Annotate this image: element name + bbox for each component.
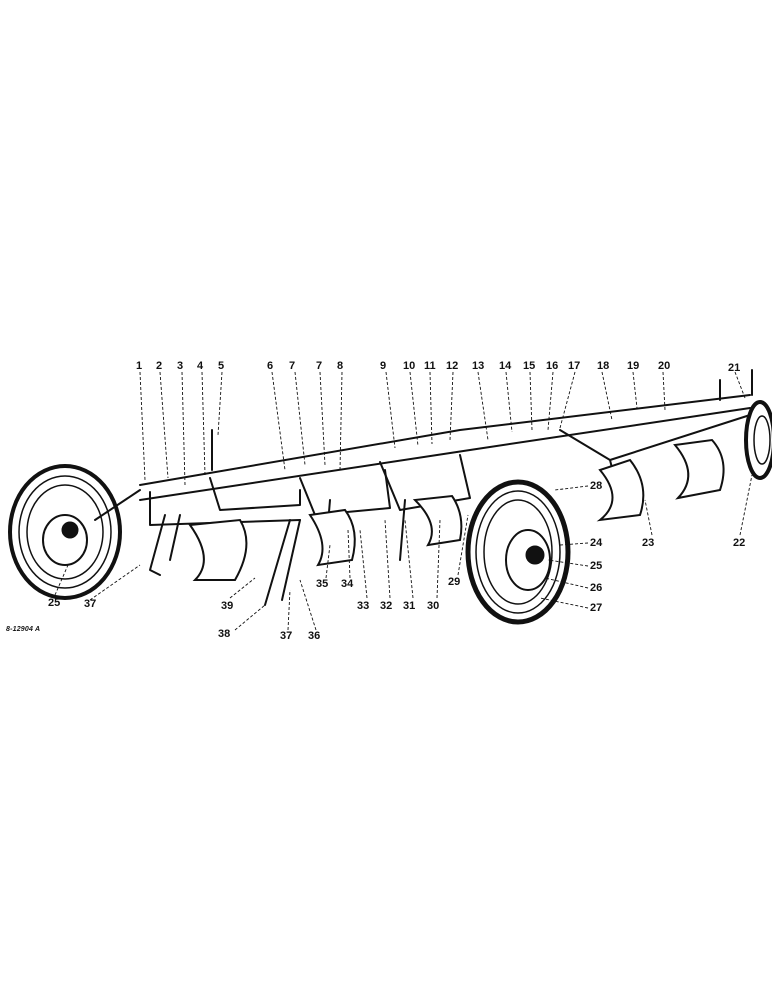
callout-top-9: 9: [380, 360, 387, 372]
callout-top-18: 18: [597, 360, 610, 372]
callout-top-2: 3: [177, 360, 184, 372]
callout-bottom-0: 25: [48, 597, 61, 609]
frame-cross-2: [299, 469, 391, 516]
frame-cross-1: [209, 477, 301, 511]
callout-top-8: 8: [337, 360, 344, 372]
callout-top-5: 6: [267, 360, 274, 372]
shank-4: [399, 499, 406, 561]
callout-bottom-12: 29: [448, 576, 461, 588]
callout-bottom-6: 35: [316, 578, 329, 590]
callout-top-20: 20: [658, 360, 671, 372]
callout-top-1: 2: [156, 360, 163, 372]
callout-bottom-5: 36: [308, 630, 321, 642]
callout-right-1: 24: [590, 537, 603, 549]
furrow-wheel: [465, 479, 571, 625]
callout-top-13: 13: [472, 360, 485, 372]
callout-right-6: 22: [733, 537, 746, 549]
plow-bottom-1: [188, 518, 248, 581]
callout-bottom-2: 39: [221, 600, 234, 612]
callout-top-21: 21: [728, 362, 741, 374]
callout-bottom-8: 33: [357, 600, 370, 612]
callout-bottom-1: 37: [84, 598, 97, 610]
front-wheel: [8, 464, 122, 600]
callout-right-0: 28: [590, 480, 603, 492]
callout-bottom-7: 34: [341, 578, 354, 590]
plow-bottom-2: [308, 508, 356, 567]
callout-top-3: 4: [197, 360, 204, 372]
callout-top-16: 16: [546, 360, 559, 372]
callout-bottom-3: 38: [218, 628, 231, 640]
rear-wheel: [744, 400, 772, 480]
callout-right-2: 25: [590, 560, 603, 572]
callout-top-7: 7: [316, 360, 323, 372]
callout-top-0: 1: [136, 360, 143, 372]
frame-beam-upper: [139, 394, 751, 486]
callout-top-15: 15: [523, 360, 536, 372]
callout-top-17: 17: [568, 360, 581, 372]
plow-bottom-4: [596, 458, 645, 522]
callout-bottom-9: 32: [380, 600, 393, 612]
shank-2: [264, 519, 291, 606]
callout-right-3: 26: [590, 582, 603, 594]
callout-top-12: 12: [446, 360, 459, 372]
shank-1: [149, 514, 166, 576]
frame-beam-lower: [139, 407, 751, 501]
plow-bottom-3: [412, 494, 463, 547]
leader-lines: [54, 371, 753, 631]
callout-top-10: 10: [403, 360, 416, 372]
plow-bottom-5: [673, 438, 725, 500]
callout-bottom-10: 31: [403, 600, 416, 612]
callout-top-19: 19: [627, 360, 640, 372]
callout-top-11: 11: [424, 360, 436, 372]
callout-top-14: 14: [499, 360, 512, 372]
front-frame: [149, 491, 301, 526]
callout-top-4: 5: [218, 360, 225, 372]
callout-bottom-4: 37: [280, 630, 293, 642]
figure-code: 8-12904 A: [6, 626, 41, 633]
callout-right-4: 27: [590, 602, 603, 614]
callout-top-6: 7: [289, 360, 296, 372]
callout-right-5: 23: [642, 537, 655, 549]
callout-bottom-11: 30: [427, 600, 440, 612]
